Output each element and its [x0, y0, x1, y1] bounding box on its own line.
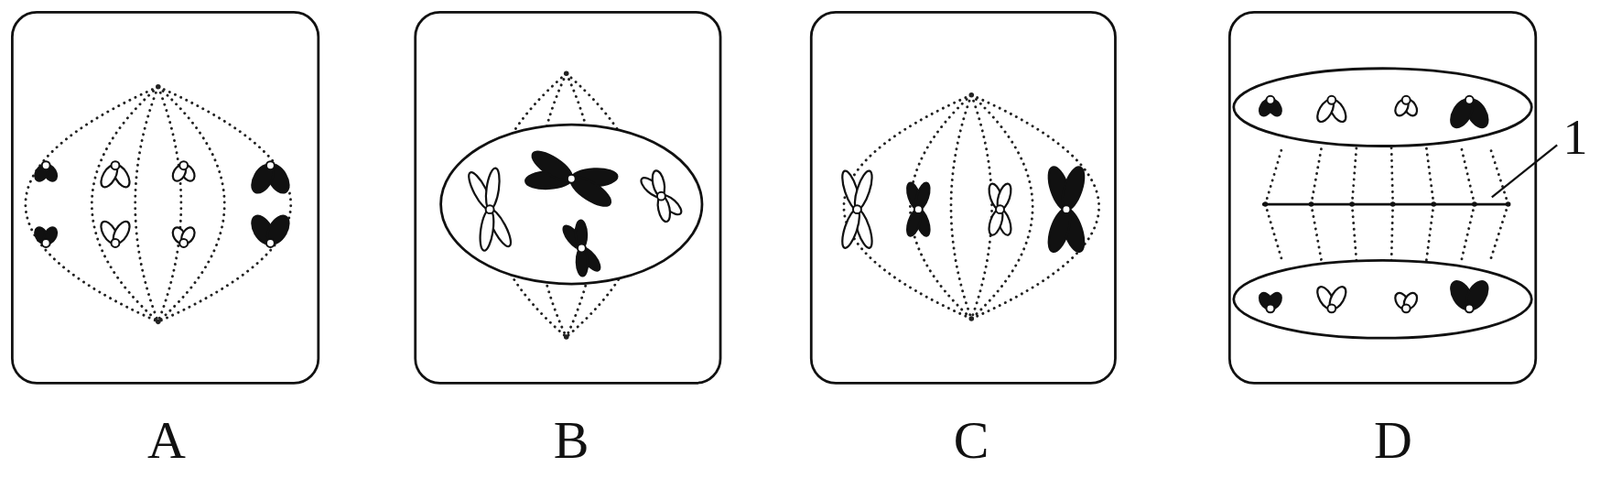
centromere — [1402, 96, 1411, 105]
spindle-fiber — [971, 95, 1099, 319]
centromere — [1327, 96, 1336, 105]
chromatid-arm — [1446, 96, 1477, 131]
spindle-fiber — [135, 86, 159, 323]
spindle-fiber — [1311, 144, 1323, 205]
plate-dot — [1390, 201, 1396, 207]
spindle-fiber — [971, 95, 1033, 319]
nuclear-envelope — [1233, 259, 1533, 338]
plate-dot — [1349, 201, 1355, 207]
spindle-fiber — [1489, 204, 1509, 264]
plate-dot — [1505, 201, 1512, 207]
plate-dot — [1431, 201, 1438, 207]
panel-label: A — [147, 413, 186, 467]
spindle-fiber — [1264, 144, 1283, 205]
leader-line — [1491, 144, 1557, 197]
plate-dot — [1263, 201, 1269, 207]
centromere — [111, 161, 120, 170]
callout-number: 1 — [1563, 112, 1589, 163]
chromatid-arm — [262, 212, 293, 248]
centromere — [111, 238, 120, 248]
centromere — [42, 238, 51, 248]
spindle-fiber — [1460, 204, 1475, 264]
chromatid-arm — [528, 146, 576, 186]
spindle-fiber — [1351, 144, 1357, 205]
centromere — [1265, 303, 1275, 313]
centromere — [995, 205, 1005, 214]
spindle-fiber — [1311, 204, 1323, 264]
centromere — [1402, 303, 1411, 313]
nuclear-envelope — [1233, 68, 1533, 147]
centromere — [1465, 303, 1474, 313]
cell-frame — [415, 11, 721, 383]
chromatid-arm — [483, 167, 502, 211]
plate-dot — [1471, 201, 1478, 207]
centromere — [853, 205, 862, 214]
chromatid-arm — [1461, 277, 1492, 313]
spindle-fiber — [25, 86, 159, 323]
chromatid-arm — [247, 161, 278, 196]
cell-frames — [11, 11, 1536, 383]
nuclear-envelopes — [441, 68, 1533, 338]
spindle-fiber — [1489, 144, 1509, 205]
chromosomes — [32, 96, 1492, 314]
centromere — [1327, 303, 1336, 313]
chromatid-arm — [566, 171, 615, 211]
spindle-pole — [563, 71, 570, 77]
spindle-fiber — [158, 86, 182, 323]
panel-label: C — [953, 413, 990, 467]
spindle-fiber — [1391, 204, 1394, 264]
spindle-fiber — [1426, 204, 1434, 264]
centromere — [1265, 96, 1275, 105]
spindle-pole — [968, 92, 974, 98]
centromere — [42, 161, 51, 170]
spindle-fiber — [971, 95, 992, 319]
nuclear-envelope — [441, 124, 703, 284]
chromatid-arm — [477, 208, 497, 252]
centromere — [657, 192, 666, 201]
centromere — [567, 174, 576, 184]
centromere — [179, 238, 188, 248]
spindle-fiber — [91, 86, 158, 323]
spindle-fiber — [1264, 204, 1283, 264]
centromere — [1465, 96, 1474, 105]
spindle-fiber — [1426, 144, 1434, 205]
chromatid-arm — [1044, 206, 1075, 255]
centromere — [1062, 205, 1071, 214]
panel-label: D — [1373, 413, 1413, 467]
spindle-fiber — [951, 95, 972, 319]
spindle-fiber — [158, 86, 292, 323]
centromere — [266, 238, 275, 248]
cell-frame — [11, 11, 318, 383]
centromere — [266, 161, 275, 170]
centromere — [486, 205, 495, 214]
spindle-pole — [155, 84, 162, 90]
centromere — [914, 205, 923, 214]
spindle-fiber — [1460, 144, 1475, 205]
spindle-pole — [563, 334, 570, 340]
spindle-fiber — [1391, 144, 1394, 205]
plate-dot — [1308, 201, 1315, 207]
spindle-pole — [155, 319, 162, 325]
centromere — [577, 244, 586, 253]
spindle-fiber — [158, 86, 225, 323]
spindle-pole — [968, 315, 974, 322]
panel-label: B — [553, 413, 590, 467]
spindle-fiber — [843, 95, 972, 319]
cell-frame — [810, 11, 1115, 383]
centromere — [179, 161, 188, 170]
cell-frame — [1229, 11, 1536, 383]
spindle-fiber — [1351, 204, 1357, 264]
spindle-fiber — [909, 95, 972, 319]
chromatid-arm — [1058, 164, 1089, 213]
